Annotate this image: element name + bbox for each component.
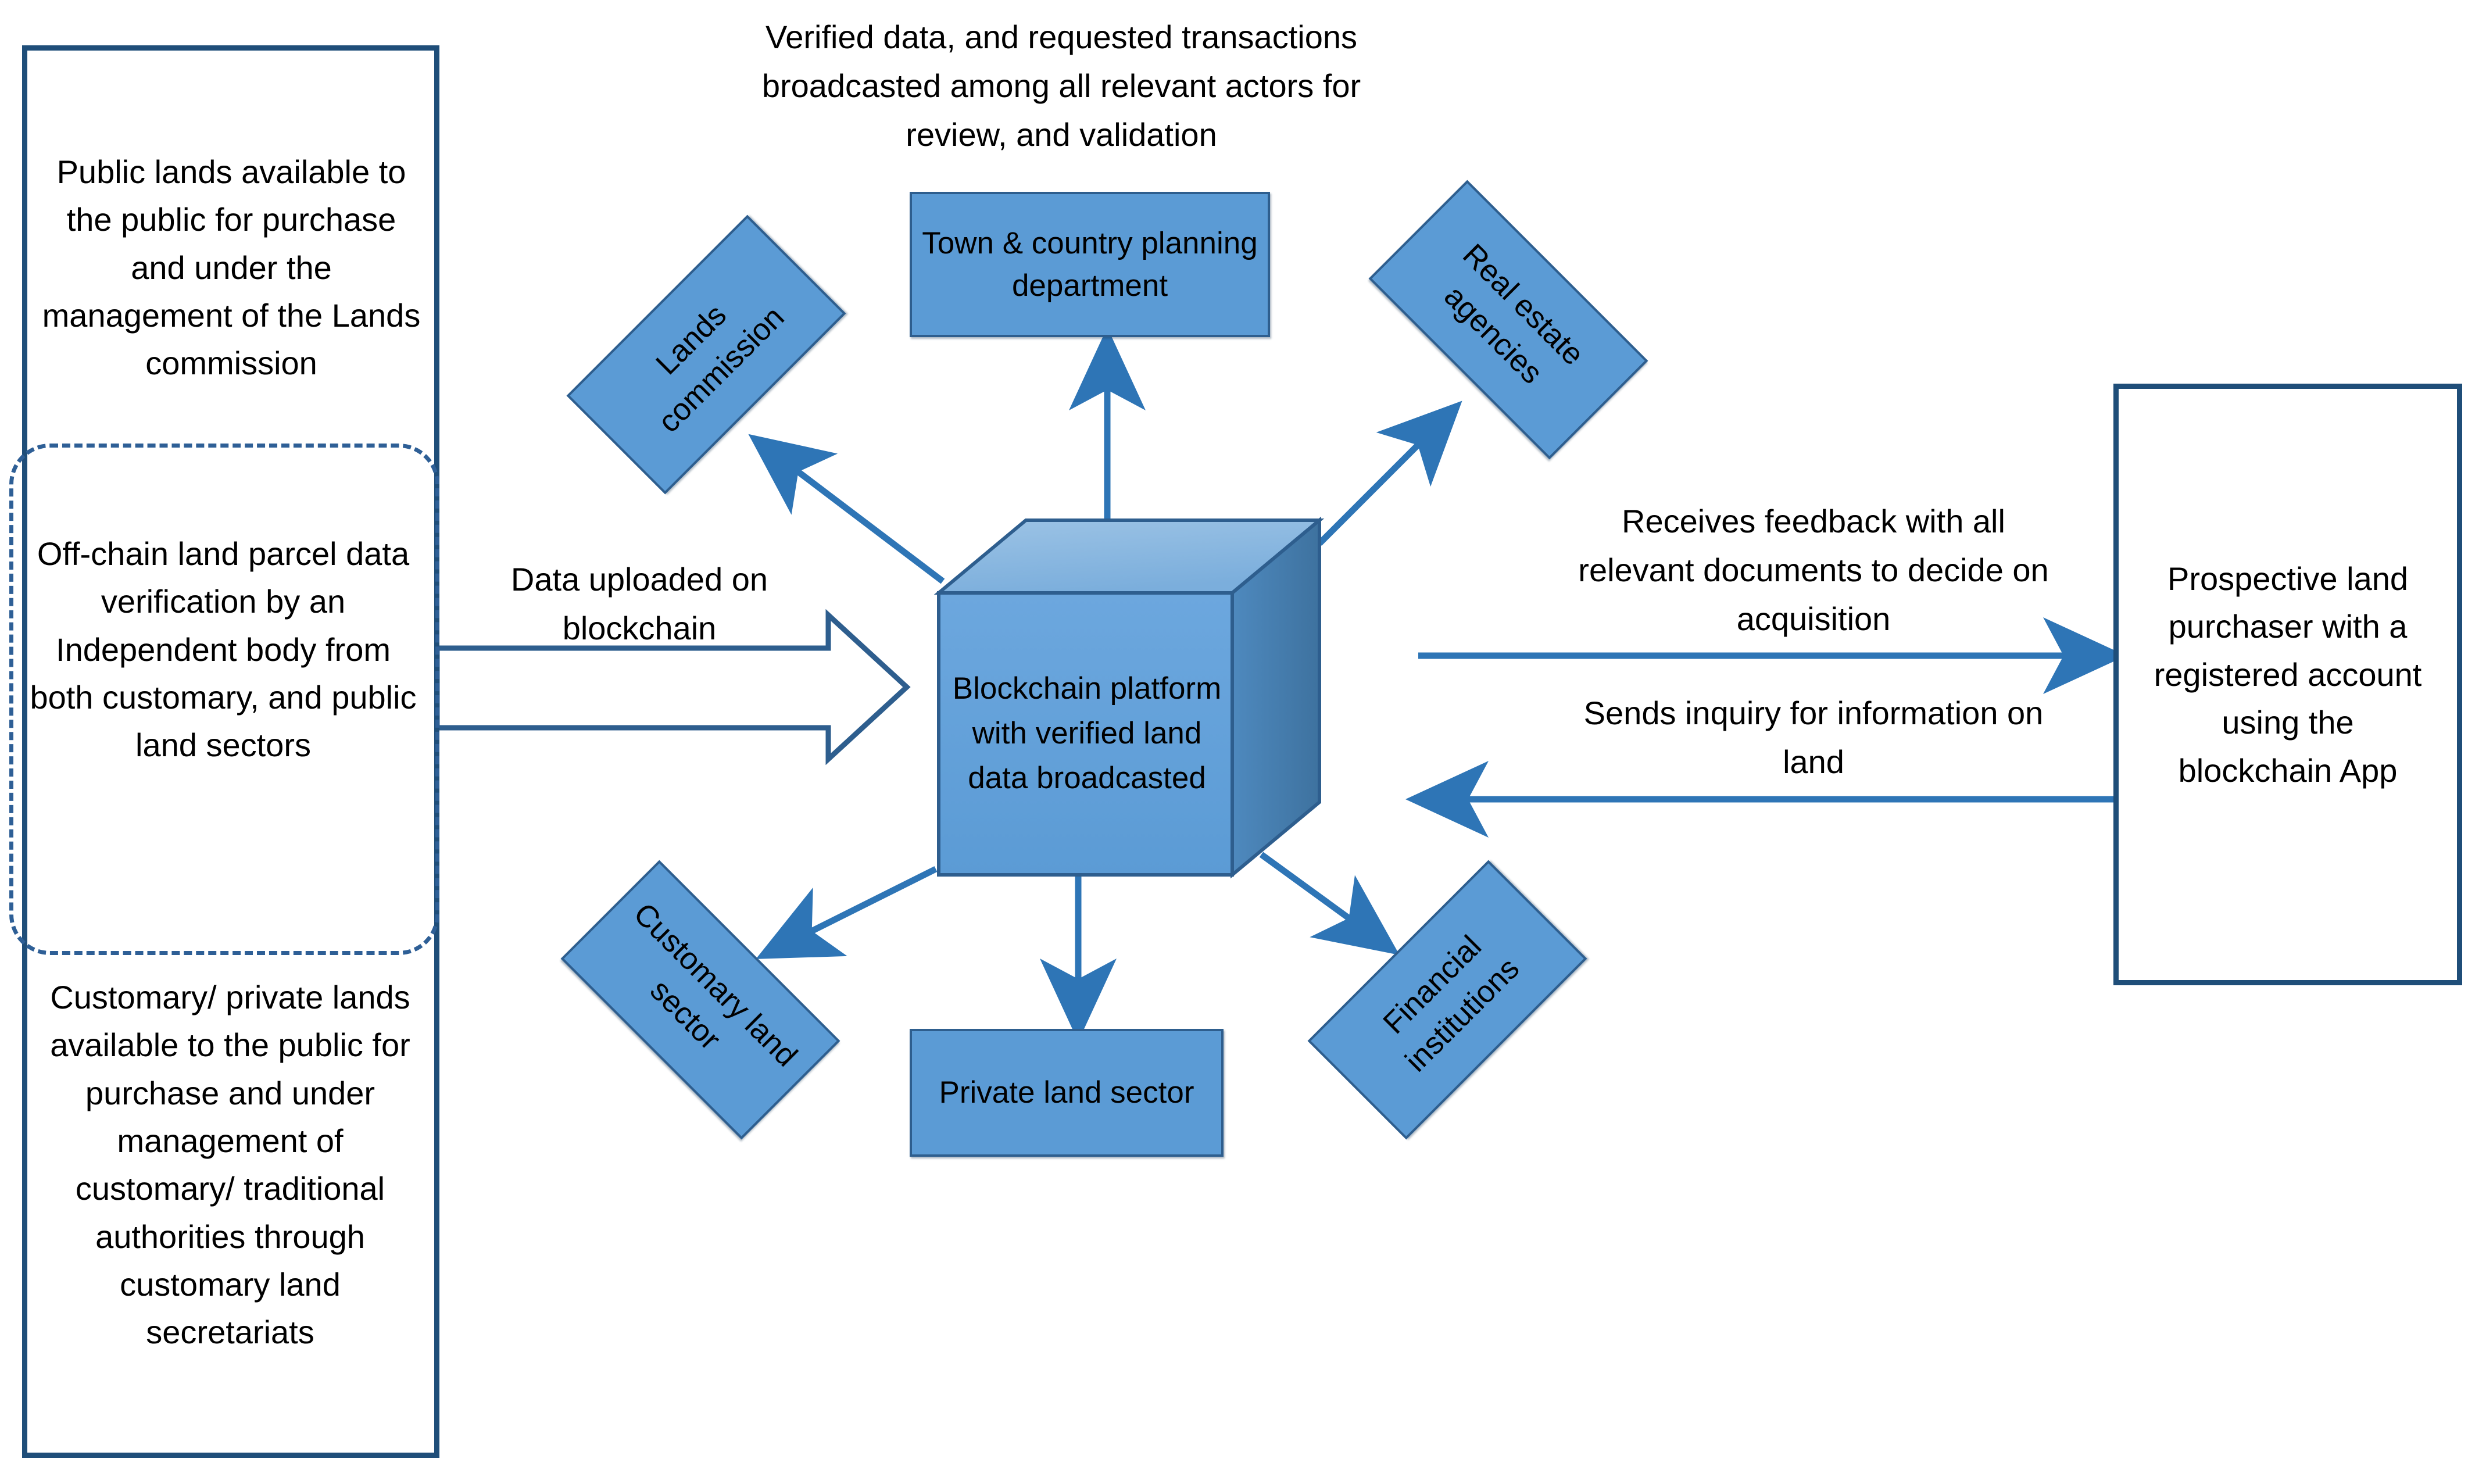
arrow-cube-to-real-estate-agencies [1317,400,1462,546]
purchaser-text-a: Prospective land purchaser with a regist… [2154,560,2422,741]
off-chain-verification-text: Off-chain land parcel data verification … [30,535,417,764]
arrow-cube-to-lands-commission [748,434,945,584]
actor-private-land-sector-label: Private land sector [939,1075,1194,1110]
purchaser-text-b: blockchain App [2178,752,2398,789]
blockchain-cube [933,516,1325,879]
actor-town-country-planning-label: Town & country planning department [922,226,1258,303]
arrow-cube-to-customary-land-sector [756,866,938,959]
customary-lands-text: Customary/ private lands available to th… [50,979,410,1351]
left-land-sources-frame [22,45,439,1458]
public-lands-text: Public lands available to the public for… [42,153,421,382]
off-chain-verification-frame [9,444,439,955]
broadcast-caption: Verified data, and requested transaction… [761,19,1361,153]
data-upload-label: Data uploaded on blockchain [510,561,768,646]
blockchain-platform-label: Blockchain platform with verified land d… [952,671,1222,795]
block-arrow-data-upload [434,609,911,766]
inquiry-label: Sends inquiry for information on land [1583,695,2044,780]
actor-private-land-sector[interactable]: Private land sector [910,1029,1224,1157]
purchaser-frame [2113,384,2462,985]
feedback-label: Receives feedback with all relevant docu… [1578,503,2049,637]
actor-town-country-planning[interactable]: Town & country planning department [910,192,1270,337]
arrow-cube-to-financial-institutions [1259,852,1400,955]
